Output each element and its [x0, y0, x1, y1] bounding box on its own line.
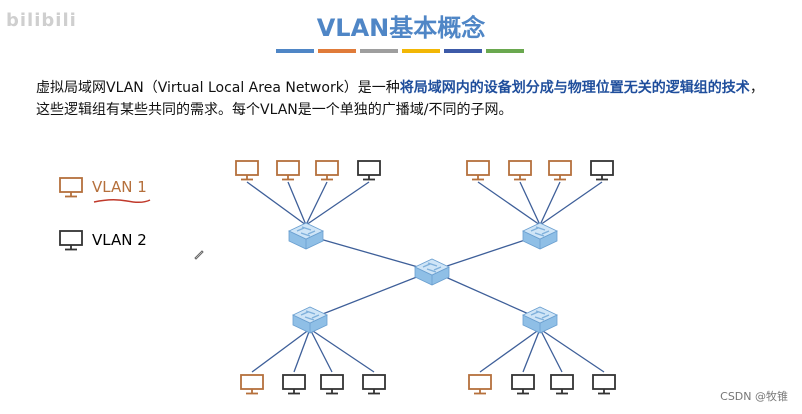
pc-monitor-icon [276, 160, 300, 181]
link-line [305, 181, 328, 226]
page-title: VLAN基本概念 [316, 14, 486, 42]
pc-monitor-icon [466, 160, 490, 181]
switch-icon [292, 306, 328, 334]
pc-monitor-icon [508, 160, 532, 181]
link-line [431, 234, 541, 272]
link-line [309, 270, 433, 320]
link-line [251, 328, 311, 373]
handwritten-underline [93, 198, 151, 204]
csdn-watermark: CSDN @牧锥 [720, 390, 788, 403]
title-color-bar [276, 49, 524, 53]
pc-monitor-icon [320, 374, 344, 395]
link-line [305, 181, 370, 226]
description-paragraph: 虚拟局域网VLAN（Virtual Local Area Network）是一种… [36, 77, 766, 121]
monitor-icon [59, 177, 83, 198]
link-line [293, 328, 311, 373]
color-bar-segment [276, 49, 314, 53]
pc-monitor-icon [550, 374, 574, 395]
link-line [477, 181, 541, 226]
link-line [522, 328, 541, 373]
switch-icon [522, 306, 558, 334]
description-highlight: 将局域网内的设备划分成与物理位置无关的逻辑组的技术 [399, 80, 750, 96]
link-line [309, 328, 333, 373]
link-line [539, 328, 563, 373]
pc-monitor-icon [240, 374, 264, 395]
link-line [309, 328, 375, 373]
link-line [539, 181, 561, 226]
link-line [246, 181, 307, 226]
link-line [519, 181, 541, 226]
pc-monitor-icon [590, 160, 614, 181]
legend-vlan1-label: VLAN 1 [92, 178, 147, 196]
color-bar-segment [444, 49, 482, 53]
pc-monitor-icon [468, 374, 492, 395]
pc-monitor-icon [357, 160, 381, 181]
switch-icon [414, 258, 450, 286]
legend-vlan1: VLAN 1 [58, 176, 147, 198]
pc-monitor-icon [235, 160, 259, 181]
legend-vlan2-label: VLAN 2 [92, 231, 147, 249]
color-bar-segment [486, 49, 524, 53]
link-line [287, 181, 307, 226]
pc-monitor-icon [315, 160, 339, 181]
description-text-2: ，这些逻辑组有某些共同的需求。每个VLAN是一个单独的广播域/不同的子网。 [36, 80, 764, 118]
pc-monitor-icon [282, 374, 306, 395]
switch-icon [522, 222, 558, 250]
link-line [431, 270, 541, 320]
pc-monitor-icon [592, 374, 616, 395]
color-bar-segment [318, 49, 356, 53]
color-bar-segment [402, 49, 440, 53]
bilibili-watermark: bilibili [6, 10, 77, 31]
pen-cursor-icon [194, 250, 204, 260]
pc-monitor-icon [511, 374, 535, 395]
color-bar-segment [360, 49, 398, 53]
legend-vlan2: VLAN 2 [58, 229, 147, 251]
monitor-icon [59, 230, 83, 251]
link-line [305, 234, 433, 272]
link-line [479, 328, 541, 373]
link-line [539, 181, 603, 226]
pc-monitor-icon [548, 160, 572, 181]
switch-icon [288, 222, 324, 250]
description-text-1: 虚拟局域网VLAN（Virtual Local Area Network）是一种 [36, 80, 400, 96]
pc-monitor-icon [362, 374, 386, 395]
link-line [539, 328, 605, 373]
